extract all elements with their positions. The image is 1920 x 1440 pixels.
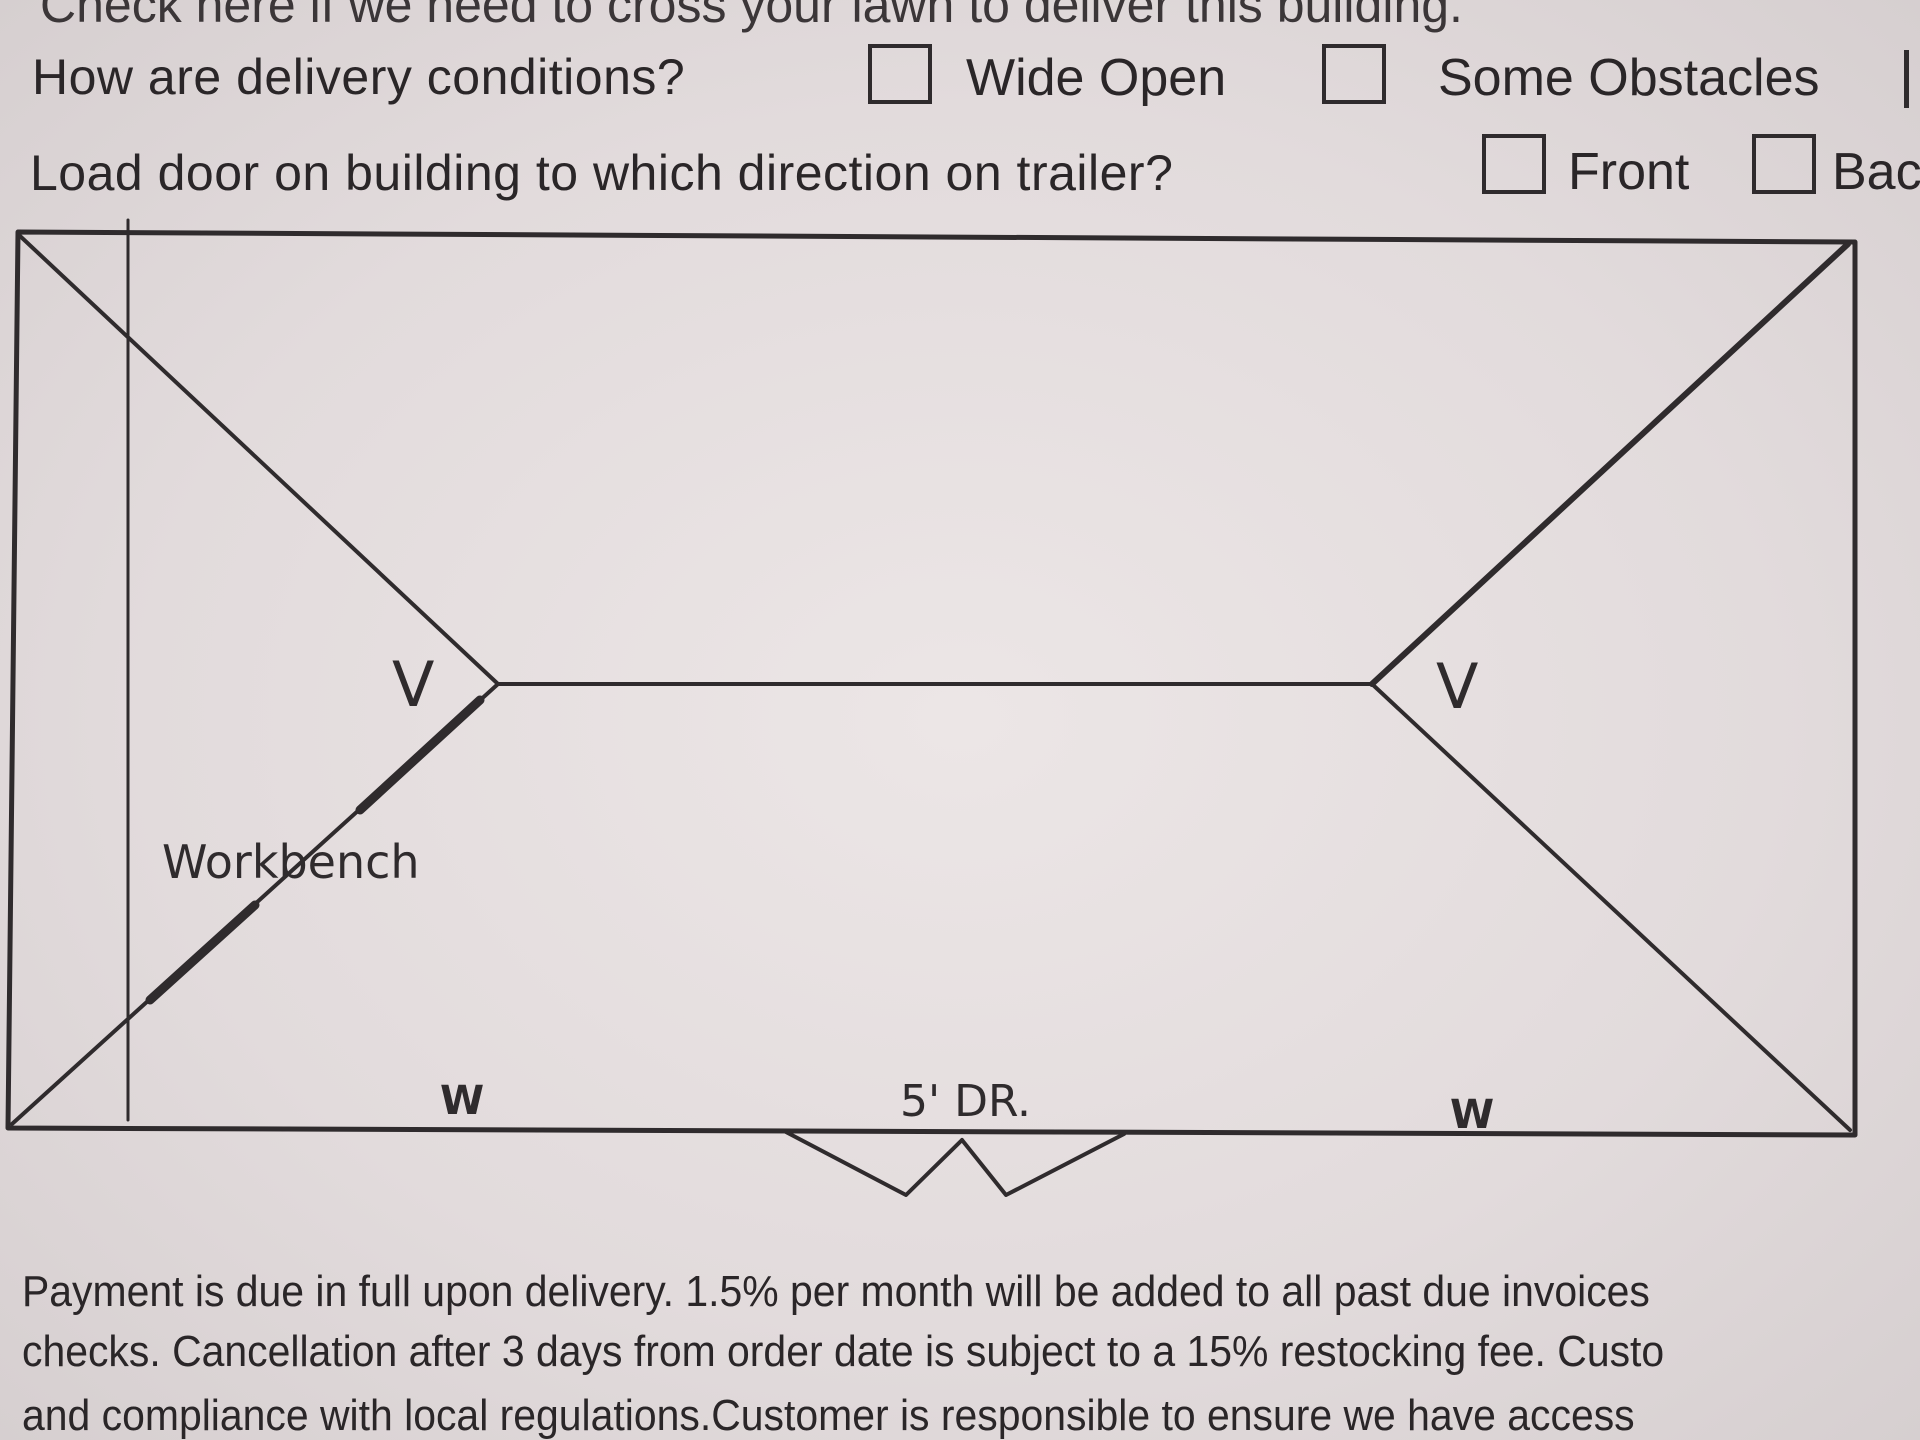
window-label-left: W	[440, 1078, 484, 1124]
checkbox-back[interactable]	[1752, 134, 1816, 194]
checkbox-some-obstacles[interactable]	[1322, 44, 1386, 104]
option-front-label: Front	[1568, 143, 1690, 201]
door-swing-right	[960, 1132, 1126, 1197]
option-wide-open-label: Wide Open	[966, 49, 1227, 107]
option-back-label: Bac	[1832, 143, 1920, 201]
door-label: 5' DR.	[900, 1076, 1031, 1127]
cut-off-top-line: Check here if we need to cross your lawn…	[40, 0, 1463, 33]
building-outline	[5, 229, 1858, 1138]
hip-mark-2	[145, 900, 260, 1005]
load-door-question: Load door on building to which direction…	[30, 145, 1174, 201]
terms-line-2: checks. Cancellation after 3 days from o…	[22, 1327, 1665, 1376]
door-swing-left	[784, 1130, 964, 1197]
workbench-label: Workbench	[162, 835, 420, 889]
hip-mark-1	[355, 695, 485, 815]
window-label-right: W	[1450, 1092, 1494, 1138]
checkbox-front[interactable]	[1482, 134, 1546, 194]
vent-label-left: V	[392, 648, 434, 721]
hip-line-top-right	[1369, 241, 1851, 687]
vent-label-right: V	[1436, 650, 1478, 723]
hip-line-top-left	[18, 234, 500, 686]
delivery-conditions-question: How are delivery conditions?	[32, 49, 686, 105]
cut-off-checkbox-edge	[1904, 50, 1909, 108]
checkbox-wide-open[interactable]	[868, 44, 932, 104]
option-some-obstacles-label: Some Obstacles	[1438, 49, 1820, 107]
terms-line-3: and compliance with local regulations.Cu…	[22, 1391, 1635, 1440]
hip-line-bottom-right	[1370, 682, 1852, 1132]
terms-line-1: Payment is due in full upon delivery. 1.…	[22, 1267, 1650, 1316]
building-floor-plan: V V Workbench W 5' DR. W	[5, 218, 1858, 1197]
